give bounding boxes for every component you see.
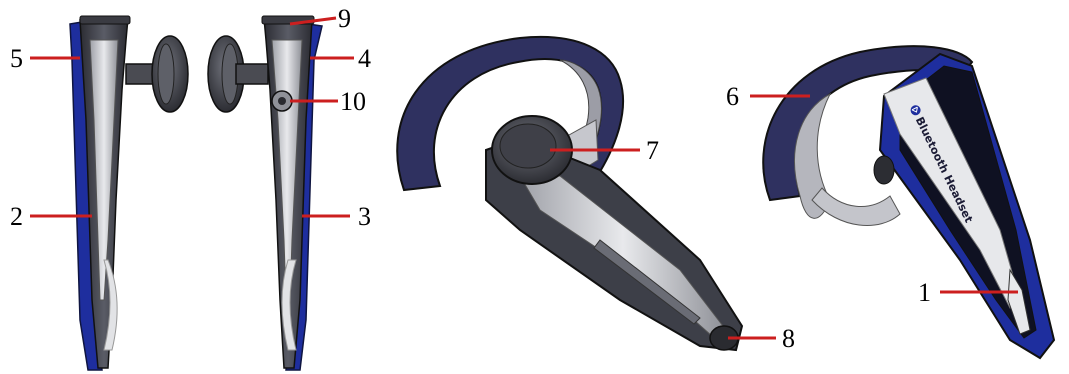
callout-1: 1 xyxy=(918,278,931,307)
callout-8: 8 xyxy=(782,324,795,353)
callout-2: 2 xyxy=(10,202,23,231)
callout-10: 10 xyxy=(340,87,366,116)
side-view-right xyxy=(208,16,322,370)
callout-7: 7 xyxy=(646,136,659,165)
angled-view xyxy=(397,37,742,350)
rear-view: Bluetooth Headset xyxy=(763,46,1054,358)
callout-5: 5 xyxy=(10,44,23,73)
callout-3: 3 xyxy=(358,202,371,231)
callout-9: 9 xyxy=(338,4,351,33)
callout-6: 6 xyxy=(726,82,739,111)
callout-4: 4 xyxy=(358,44,371,73)
side-view-left xyxy=(70,16,188,370)
